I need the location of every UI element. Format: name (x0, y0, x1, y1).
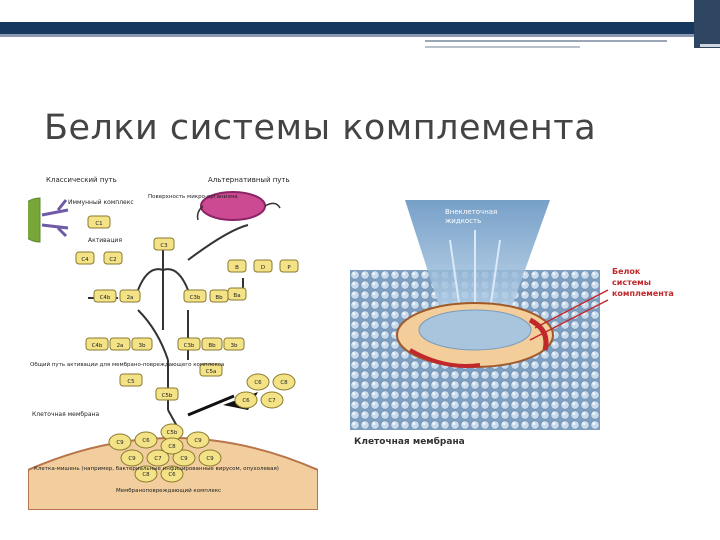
svg-text:C2: C2 (109, 257, 116, 263)
svg-text:C4: C4 (81, 257, 89, 263)
target-cell-label: Клетка-мишень (например, бактериальные и… (34, 466, 279, 472)
header-rule-corner (700, 44, 720, 47)
svg-text:D: D (261, 265, 265, 271)
svg-text:C5b: C5b (162, 393, 173, 399)
svg-text:C9: C9 (116, 440, 124, 446)
svg-text:2a: 2a (117, 343, 124, 349)
activation-label: Активация (88, 237, 122, 244)
svg-text:C6: C6 (242, 398, 250, 404)
svg-text:C7: C7 (268, 398, 276, 404)
svg-text:C9: C9 (194, 438, 202, 444)
svg-text:2a: 2a (127, 295, 134, 301)
membrane-label: Клеточная мембрана (354, 436, 465, 447)
slide-title: Белки системы комплемента (44, 108, 597, 148)
svg-text:3b: 3b (139, 343, 146, 349)
mac-label: Мембраноповреждающий комплекс (116, 487, 221, 494)
svg-text:C5: C5 (127, 379, 135, 385)
header-rule (425, 40, 667, 42)
alternative-path-label: Альтернативный путь (208, 176, 290, 184)
label-c1: C1 (95, 221, 102, 227)
svg-text:C3b: C3b (190, 295, 201, 301)
svg-text:C8: C8 (142, 472, 150, 478)
svg-text:C3b: C3b (184, 343, 195, 349)
svg-text:C8: C8 (168, 444, 176, 450)
svg-text:C4b: C4b (92, 343, 103, 349)
classical-path-label: Классический путь (46, 176, 117, 184)
svg-text:C6: C6 (168, 472, 176, 478)
svg-text:C7: C7 (154, 456, 162, 462)
svg-text:C9: C9 (128, 456, 136, 462)
svg-text:C8: C8 (280, 380, 288, 386)
header-corner-block (694, 0, 720, 48)
svg-text:C3: C3 (160, 243, 168, 249)
svg-text:P: P (287, 265, 291, 271)
svg-text:C6: C6 (254, 380, 262, 386)
immune-complex-label: Иммунный комплекс (68, 199, 134, 206)
svg-text:C9: C9 (206, 456, 214, 462)
common-path-label: Общий путь активации для мембрано-повреж… (30, 361, 224, 368)
complement-pathway-diagram: Классический путь Альтернативный путь Им… (28, 176, 318, 510)
svg-text:C4b: C4b (100, 295, 111, 301)
svg-text:Ba: Ba (233, 293, 240, 299)
header-rule-short (425, 46, 580, 48)
svg-text:C6: C6 (142, 438, 150, 444)
svg-text:B: B (235, 265, 239, 271)
svg-text:Bb: Bb (215, 295, 223, 301)
header-bar (0, 0, 720, 48)
svg-text:Bb: Bb (208, 343, 216, 349)
header-band-dark (0, 22, 720, 34)
header-band-grey (0, 34, 720, 37)
cell-membrane-label: Клеточная мембрана (32, 411, 99, 418)
svg-text:C9: C9 (180, 456, 188, 462)
svg-text:3b: 3b (231, 343, 238, 349)
svg-text:C5a: C5a (206, 369, 217, 375)
svg-text:C5b: C5b (167, 430, 178, 436)
surface-label: Поверхность микро-организма (148, 194, 238, 200)
component-c1 (87, 215, 111, 229)
